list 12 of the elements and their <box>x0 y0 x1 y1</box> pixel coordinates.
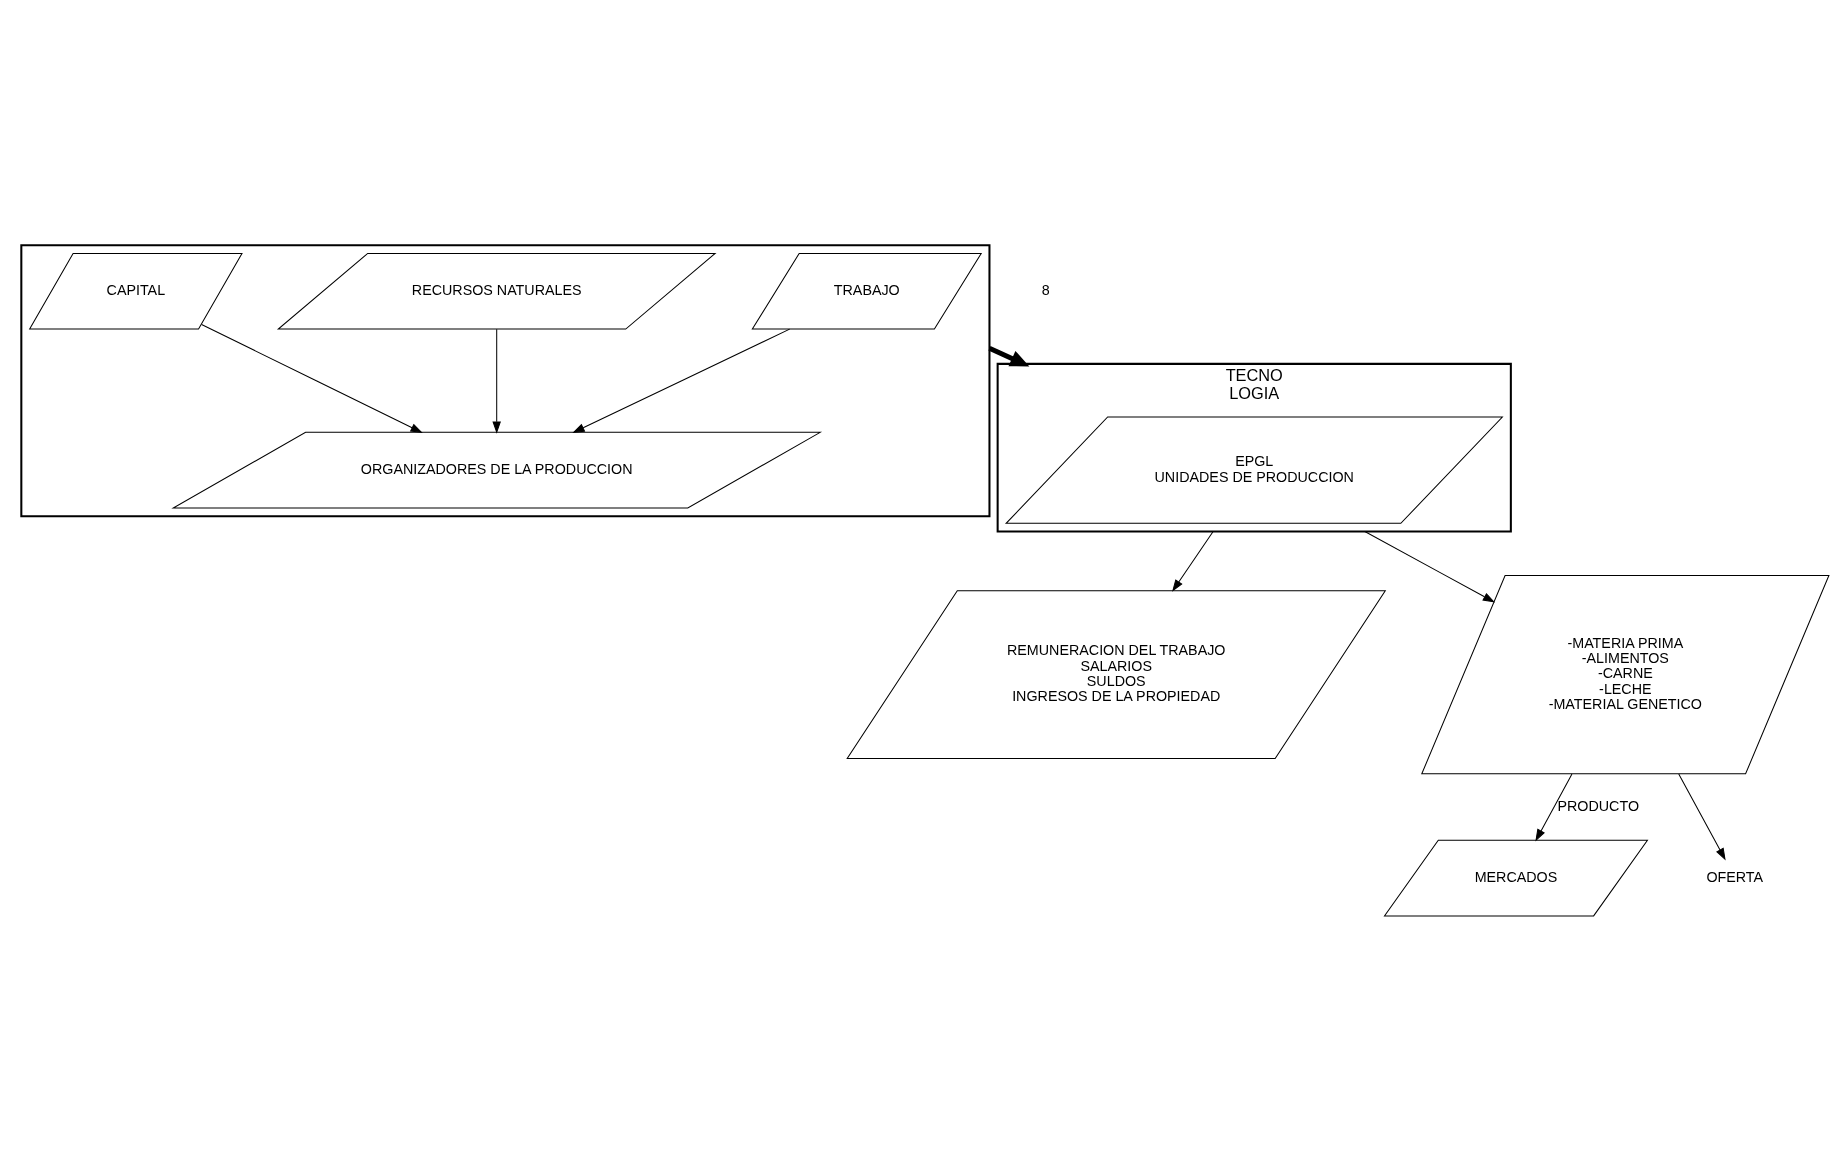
arrow <box>1535 773 1573 842</box>
arrow <box>572 328 791 433</box>
arrow <box>1364 531 1496 603</box>
arrow <box>1172 531 1214 592</box>
node-text: OFERTA <box>1706 868 1764 885</box>
arrow <box>492 328 501 434</box>
arrow <box>201 324 423 433</box>
arrow <box>1678 773 1726 861</box>
label: 8 <box>1041 282 1050 299</box>
arrow <box>988 345 1030 367</box>
cluster <box>20 244 991 518</box>
edge-label: PRODUCTO <box>1557 797 1640 814</box>
